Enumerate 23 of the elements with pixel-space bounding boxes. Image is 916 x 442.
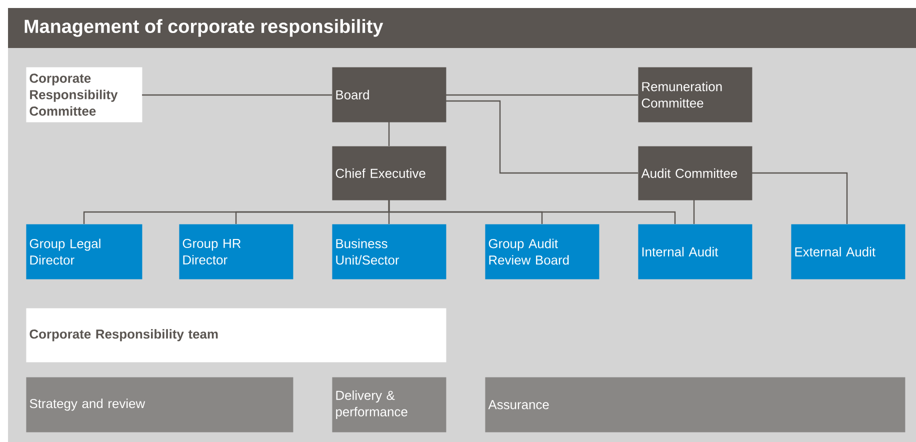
title-bar: Management of corporate responsibility	[8, 8, 916, 48]
connector-line	[752, 172, 848, 224]
function-box: Strategy and review	[26, 377, 294, 432]
committee-box: Corporate Responsibility Committee	[26, 67, 142, 122]
role-box: Group Audit Review Board	[485, 224, 600, 280]
connector-line	[142, 94, 332, 96]
function-box: Delivery & performance	[332, 377, 446, 432]
connector-line	[446, 100, 638, 174]
role-box: Group HR Director	[179, 224, 294, 280]
role-box: Business Unit/Sector	[332, 224, 446, 280]
role-box: Group Legal Director	[26, 224, 142, 280]
board-box: Board	[332, 67, 446, 122]
committee-box: Audit Committee	[638, 146, 752, 200]
function-box: Assurance	[485, 377, 906, 432]
executive-box: Chief Executive	[332, 146, 446, 200]
connector-line	[446, 94, 638, 96]
role-box: Internal Audit	[638, 224, 752, 280]
connector-line	[693, 200, 695, 224]
team-box: Corporate Responsibility team	[26, 308, 446, 362]
connector-line	[388, 122, 390, 146]
committee-box: Remuneration Committee	[638, 67, 752, 122]
role-box: External Audit	[791, 224, 906, 280]
connector-line	[388, 200, 676, 224]
